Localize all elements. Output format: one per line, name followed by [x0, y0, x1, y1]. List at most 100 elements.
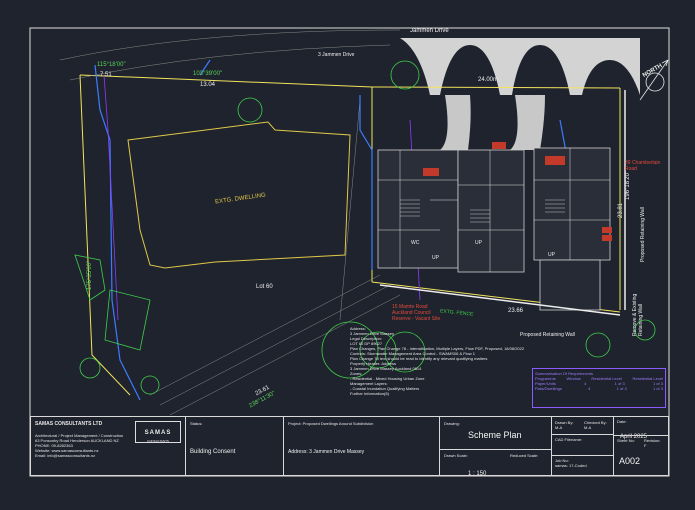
note-line: - Residential - Mixed Housing Urban Zone — [350, 376, 425, 381]
contour-lines — [59, 29, 401, 416]
label-chamberlain-road: 39 Chamberlain Road — [625, 160, 661, 172]
note-line: Zones: — [350, 371, 363, 376]
checked-by-label: Checked By: — [584, 420, 607, 425]
checked-by-value: M.A — [584, 425, 592, 430]
label-dim-bottom-right: 23.66 — [508, 308, 524, 314]
status-value: Building Consent — [190, 449, 236, 455]
company-website: Website: www.samasconsultants.nz — [35, 448, 99, 453]
legend-cell: 1 of 3 — [652, 386, 663, 391]
date-label: Date: — [617, 419, 627, 424]
label-angle-vertical-left: 175°35'00" — [87, 260, 93, 290]
drawing-cell: Drawing: Scheme Plan Drawn Scale: 1 : 15… — [440, 417, 552, 477]
note-line: LOT 60 DP 89627 — [350, 341, 383, 346]
company-name: SAMAS CONSULTANTS LTD — [35, 421, 103, 427]
requirements-legend: Summarisation Of Requirements Programme … — [532, 368, 666, 408]
proposed-units — [377, 147, 611, 311]
unit-staircases — [400, 199, 565, 223]
drawn-by-cell: Drawn By: M.A Checked By: M.A CAD Filena… — [552, 417, 614, 475]
label-address-jammen: 3 Jammen Drive — [318, 52, 355, 58]
legend-cell: Flats/Dwellings — [535, 386, 562, 391]
unit-label: UP — [548, 252, 555, 258]
project-address: Address: 3 Jammen Drive Massey — [288, 449, 365, 455]
date-value: April 2025 — [620, 434, 648, 440]
legend-column: Window — [566, 376, 581, 381]
label-angle-top: 103°39'00" — [193, 71, 223, 77]
label-dim-top-right: 24.00m — [478, 77, 499, 83]
project-cell: Project: Proposed Dwellings Around Subdi… — [284, 417, 440, 475]
revision-value: F — [644, 443, 647, 448]
trees-and-hedges — [74, 60, 656, 395]
note-line: Legal Description: — [350, 336, 383, 341]
company-cell: SAMAS CONSULTANTS LTD Architectural / Pr… — [31, 417, 186, 475]
jammen-drive-road — [400, 38, 640, 150]
note-line: Address: — [350, 326, 366, 331]
unit-label: UP — [432, 255, 439, 261]
label-lot: Lot 60 — [256, 284, 273, 290]
job-no-value: samas: 17-Coded — [555, 463, 587, 468]
retaining-walls — [379, 90, 626, 316]
revision-label: Revision: — [644, 438, 661, 443]
legend-cell: 1 of 3 — [614, 381, 625, 386]
note-line: Plan Changes, Plan Change 78 - Intensifi… — [350, 346, 525, 351]
label-angle-right: 196°18'20" — [625, 170, 631, 200]
label-angle-left: 115°18'00" — [97, 62, 126, 68]
project-label: Project: Proposed Dwellings Around Subdi… — [288, 421, 374, 426]
reserve-note: 15 Mamte Road Auckland Council Reserve -… — [392, 304, 440, 322]
label-retaining-wall-right: Proposed Retaining Wall — [640, 207, 646, 262]
label-dim-right: 23.81 — [618, 202, 624, 218]
unit-label: WC — [411, 240, 420, 246]
legend-row: Flats/Dwellings 4 1 of 3 1 of 3 — [535, 386, 663, 391]
legend-cell: 1 of 3 — [616, 386, 627, 391]
reserve-note-line: Reserve - Vacant Site — [392, 316, 441, 322]
cad-filename-label: CAD Filename: — [555, 437, 583, 442]
date-cell: Date: April 2025 Sheet No: Revision: F A… — [614, 417, 668, 475]
company-address: 63 Ponsonby Road Henderson AUCKLAND NZ — [35, 438, 119, 443]
legend-row: Paper/Units 4 1 of 3 1 of 3 — [535, 381, 663, 386]
note-line: 3 Jammen Drive Massey Auckland 0614 — [350, 366, 422, 371]
label-jammen-drive: Jammen Drive — [410, 28, 449, 34]
sheet-no-value: A002 — [619, 456, 641, 466]
reserve-note-line: Auckland Council — [392, 310, 431, 316]
label-dim-top: 13.04 — [200, 82, 216, 88]
unit-interior-walls — [378, 148, 610, 272]
legend-cell: 4 — [588, 386, 591, 391]
legend-cell: 4 — [584, 381, 587, 386]
drawn-by-label: Drawn By: — [555, 420, 574, 425]
label-retaining-wall-bottom: Proposed Retaining Wall — [520, 332, 575, 338]
label-existing-retaining-wall: Remove & Existing Retaining Wall — [632, 293, 644, 336]
drawn-scale-label: Drawn Scale: — [444, 453, 468, 458]
status-cell: Status: Building Consent — [186, 417, 284, 475]
label-dim-top-left: 7.51 — [100, 72, 112, 78]
logo-text: SAMAS — [144, 429, 172, 436]
note-line: - Coastal Inundation Qualifying Matters — [350, 386, 420, 391]
note-line: Plan Change 78 text should be read to id… — [350, 356, 488, 361]
company-services: Architectural / Project Management / Con… — [35, 433, 124, 438]
title-block: SAMAS CONSULTANTS LTD Architectural / Pr… — [30, 416, 669, 477]
unit-fixtures — [423, 142, 612, 241]
drawing-label: Drawing: — [444, 421, 460, 426]
company-phone: PHONE: 09-8282363 — [35, 443, 73, 448]
unit-label: UP — [475, 240, 482, 246]
legend-column: Residential Level — [591, 376, 622, 381]
reserve-note-line: 15 Mamte Road — [392, 304, 428, 310]
company-email: Email: info@samasconsultants.nz — [35, 453, 96, 458]
drawing-title: Scheme Plan — [468, 430, 522, 440]
company-logo: SAMAS CONSULTANTS — [135, 421, 181, 443]
logo-subtext: CONSULTANTS — [147, 438, 169, 443]
reduced-scale-label: Reduced Scale: — [510, 453, 539, 458]
drawn-by-value: M.A — [555, 425, 563, 430]
note-line: Further Information(8) — [350, 391, 389, 396]
legend-cell: 1 of 3 — [652, 381, 663, 386]
sheet-border — [29, 27, 670, 477]
planning-notes: Address: 3 Jammen Drive Massey Legal Des… — [350, 326, 530, 396]
status-label: Status: — [190, 421, 203, 426]
job-no-label: Job No: — [555, 458, 569, 463]
note-line: Management Layers: — [350, 381, 388, 386]
legend-title: Summarisation Of Requirements — [535, 371, 594, 376]
drawn-scale-value: 1 : 150 — [468, 471, 487, 477]
legend-column: Programme — [535, 376, 556, 381]
note-line: Controls: Stormwater Management Area Con… — [350, 351, 476, 356]
note-line: Property Header: Address — [350, 361, 397, 366]
